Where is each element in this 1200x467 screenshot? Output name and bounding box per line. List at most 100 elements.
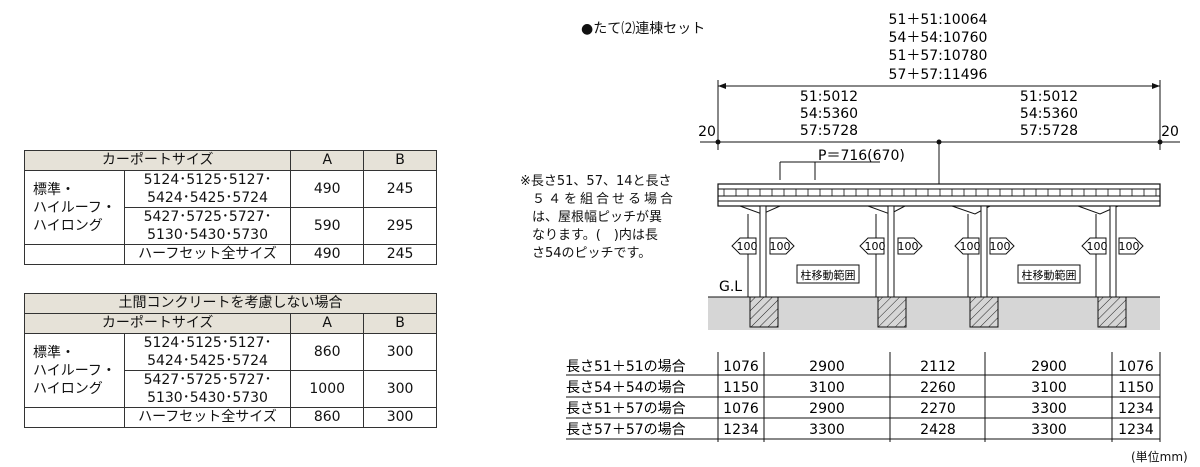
ground-band: [708, 297, 1160, 330]
move-arrow-left: 100 100: [731, 237, 795, 255]
row-value: 1234: [1118, 422, 1154, 438]
dimension-arrow: [1152, 83, 1160, 89]
total-width-label: 54＋54:10760: [889, 30, 988, 46]
post-range-label: 柱移動範囲: [801, 268, 856, 282]
value-b: 300: [363, 407, 437, 428]
svg-text:100: 100: [865, 240, 886, 253]
row-value: 1076: [1118, 359, 1154, 375]
value-b: 245: [363, 170, 437, 208]
size-cell: 5124･5125･5127･ 5424･5425･5724: [123, 170, 292, 208]
dimension-dot: [715, 139, 721, 145]
footing: [877, 296, 907, 328]
unit-label: (単位mm): [1131, 450, 1188, 464]
half-width-labels: 51:5012 54:5360 57:5728 51:5012 54:5360 …: [800, 89, 1078, 139]
size-cell: 5427･5725･5727･ 5130･5430･5730: [123, 207, 292, 245]
pitch-label: P＝716(670): [818, 148, 905, 164]
total-width-labels: 51＋51:10064 54＋54:10760 51＋57:10780 57＋5…: [889, 12, 988, 83]
left-width-label: 57:5728: [800, 123, 858, 139]
footings: [749, 296, 1127, 328]
table-row: ハーフセット全サイズ 860 300: [24, 407, 437, 428]
footing: [969, 296, 999, 328]
row-value: 1076: [723, 401, 759, 417]
roof-beams: [739, 205, 1119, 215]
post-range-box: [796, 264, 860, 284]
svg-text:100: 100: [898, 240, 919, 253]
row-value: 1150: [1118, 380, 1154, 396]
move-arrows: 100 100 100 100 100 100 100 100: [731, 237, 1144, 255]
value-a: 490: [290, 244, 365, 265]
row-value: 3300: [1031, 401, 1067, 417]
post-range-box: [1017, 264, 1081, 284]
move-arrow-left: 100 100: [859, 237, 923, 255]
row-label: 長さ57＋57の場合: [566, 422, 686, 438]
value-b: 300: [363, 333, 437, 371]
footing: [749, 296, 779, 328]
row-value: 2900: [809, 401, 845, 417]
svg-text:100: 100: [990, 240, 1011, 253]
svg-text:100: 100: [1119, 240, 1140, 253]
row-value: 1076: [723, 359, 759, 375]
row-value: 3300: [1031, 422, 1067, 438]
row-label: 長さ51＋51の場合: [566, 359, 686, 375]
right-width-label: 57:5728: [1020, 123, 1078, 139]
dimension-rows: 長さ51＋51の場合 長さ54＋54の場合 長さ51＋57の場合 長さ57＋57…: [566, 352, 1161, 442]
total-width-label: 51＋51:10064: [889, 12, 988, 28]
value-a: 860: [290, 333, 365, 371]
size-table-standard: カーポートサイズ A B 標準・ ハイルーフ・ ハイロング 5124･5125･…: [23, 150, 437, 265]
row-value: 3100: [1031, 380, 1067, 396]
row-value: 2900: [809, 359, 845, 375]
row-value: 1150: [723, 380, 759, 396]
row-value: 3300: [809, 422, 845, 438]
group-label: 標準・ ハイルーフ・ ハイロング: [24, 170, 125, 245]
edge-right-label: 20: [1161, 124, 1179, 140]
size-cell: ハーフセット全サイズ: [123, 407, 292, 428]
size-cell: 5427･5725･5727･ 5130･5430･5730: [123, 370, 292, 408]
row-label: 長さ54＋54の場合: [566, 380, 686, 396]
total-width-label: 57＋57:11496: [889, 67, 988, 83]
edge-left-label: 20: [698, 124, 716, 140]
post: [759, 205, 767, 300]
svg-text:100: 100: [1087, 240, 1108, 253]
post: [980, 205, 988, 300]
svg-text:100: 100: [960, 240, 981, 253]
size-cell: ハーフセット全サイズ: [123, 244, 292, 265]
row-value: 2112: [920, 359, 956, 375]
dimension-arrow: [718, 83, 726, 89]
group-label: 標準・ ハイルーフ・ ハイロング: [24, 333, 125, 408]
table-row: 標準・ ハイルーフ・ ハイロング 5124･5125･5127･ 5424･54…: [24, 170, 437, 245]
header-a: A: [290, 313, 365, 334]
table-row: ハーフセット全サイズ 490 245: [24, 244, 437, 265]
total-width-label: 51＋57:10780: [889, 48, 988, 64]
row-value: 2260: [920, 380, 956, 396]
group-spacer: [24, 244, 125, 265]
move-arrow-right: 100 100: [1081, 237, 1144, 255]
section-title: ●たて⑵連棟セット: [581, 21, 706, 37]
post: [1109, 205, 1117, 300]
table-header-row: カーポートサイズ A B: [23, 313, 437, 334]
row-value: 2428: [920, 422, 956, 438]
left-width-label: 54:5360: [800, 106, 858, 122]
post-range-label: 柱移動範囲: [1022, 268, 1077, 282]
value-a: 490: [290, 170, 365, 208]
row-label: 長さ51＋57の場合: [566, 401, 686, 417]
left-width-label: 51:5012: [800, 89, 858, 105]
row-value: 2900: [1031, 359, 1067, 375]
size-cell: 5124･5125･5127･ 5424･5425･5724: [123, 333, 292, 371]
svg-text:100: 100: [737, 240, 758, 253]
dimension-dot: [1157, 139, 1163, 145]
header-carport-size: カーポートサイズ: [23, 150, 292, 171]
pitch-note: ※長さ51、57、14と長さ ５４を組合せる場合 は、屋根幅ピッチが異 なります…: [520, 174, 677, 261]
move-arrow-right: 100 100: [954, 237, 1015, 255]
row-value: 1234: [1118, 401, 1154, 417]
value-b: 245: [363, 244, 437, 265]
right-width-label: 54:5360: [1020, 106, 1078, 122]
posts: [747, 205, 1117, 300]
table-row: 5427･5725･5727･ 5130･5430･5730 590 295: [25, 207, 437, 245]
row-value: 3100: [809, 380, 845, 396]
size-table-no-slab: 土間コンクリートを考慮しない場合 カーポートサイズ A B 標準・ ハイルーフ・…: [23, 293, 437, 428]
roof: [717, 183, 1161, 207]
svg-text:100: 100: [770, 240, 791, 253]
row-value: 2270: [920, 401, 956, 417]
right-width-label: 51:5012: [1020, 89, 1078, 105]
